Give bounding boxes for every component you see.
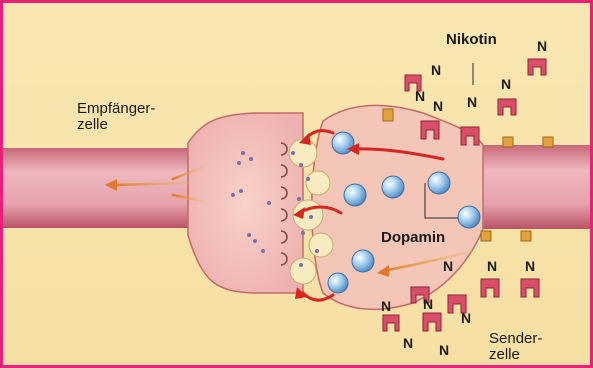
synapse-diagram: N N N N N N N N N N N N N N	[3, 3, 590, 365]
receptor-letter-n: N	[403, 335, 413, 351]
receptor-stubs-bottom	[481, 231, 531, 241]
receptor-letter-n: N	[501, 76, 511, 92]
sender-label-line2: zelle	[489, 347, 542, 363]
receiver-cell-label: Empfänger- zelle	[77, 101, 155, 133]
sender-label-line1: Sender-	[489, 331, 542, 347]
receptor-letter-n: N	[525, 258, 535, 274]
receiver-axon	[3, 148, 203, 228]
receiver-terminal	[188, 113, 303, 293]
dopamine-label: Dopamin	[381, 230, 445, 246]
sender-cell-label: Sender- zelle	[489, 331, 542, 363]
diagram-frame: N N N N N N N N N N N N N N Empfänger- z…	[3, 3, 590, 365]
receptor-letter-n: N	[537, 38, 547, 54]
receiver-label-line1: Empfänger-	[77, 101, 155, 117]
receptor-letter-n: N	[423, 296, 433, 312]
receptor-letter-n: N	[487, 258, 497, 274]
receptor-letter-n: N	[467, 94, 477, 110]
receptor-letter-n: N	[461, 310, 471, 326]
receptor-letter-n: N	[415, 88, 425, 104]
receptor-letter-n: N	[439, 342, 449, 358]
receptor-letter-n: N	[433, 98, 443, 114]
nicotine-label: Nikotin	[446, 32, 497, 48]
receiver-label-line2: zelle	[77, 117, 155, 133]
receptor-letter-n: N	[381, 298, 391, 314]
receptor-letter-n: N	[443, 258, 453, 274]
receptor-letter-n: N	[431, 62, 441, 78]
